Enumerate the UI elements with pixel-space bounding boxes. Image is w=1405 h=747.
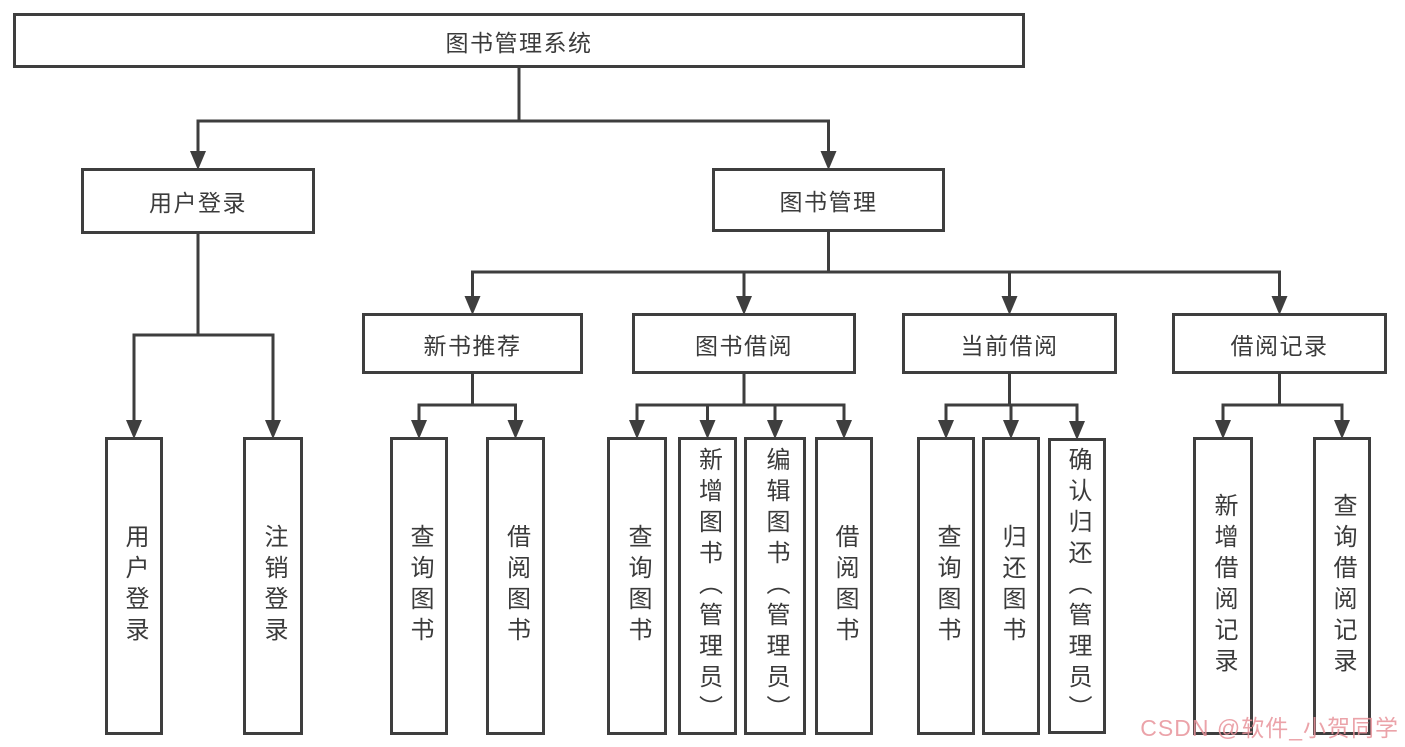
node-label-root: 图书管理系统 [445,29,593,56]
node-login-group: 用户登录 [81,168,315,234]
node-borrow-books-2: 借阅图书 [815,437,873,735]
node-query-borrow-record: 查询借阅记录 [1313,437,1371,735]
node-borrow-records: 借阅记录 [1172,313,1387,374]
node-label-edit-books-admin: 编辑图书（管理员） [762,446,789,726]
node-label-confirm-return-admin: 确认归还（管理员） [1064,446,1091,726]
node-logout: 注销登录 [243,437,303,735]
node-confirm-return-admin: 确认归还（管理员） [1048,438,1106,734]
node-query-books-1: 查询图书 [390,437,448,735]
node-label-book-mgmt: 图书管理 [779,189,878,215]
node-return-books: 归还图书 [982,437,1040,735]
node-add-books-admin: 新增图书（管理员） [678,437,737,735]
node-borrow-books-1: 借阅图书 [486,437,545,735]
node-query-books-2: 查询图书 [607,437,667,735]
node-user-login: 用户登录 [105,437,163,735]
node-label-query-books-3: 查询图书 [933,524,960,648]
node-label-return-books: 归还图书 [998,524,1025,648]
node-label-new-book-rec: 新书推荐 [423,332,522,359]
node-label-borrow-books-1: 借阅图书 [502,524,530,648]
node-add-borrow-record: 新增借阅记录 [1193,437,1253,735]
node-book-mgmt: 图书管理 [712,168,945,232]
node-label-borrow-books-2: 借阅图书 [831,524,858,648]
node-label-borrow-records: 借阅记录 [1230,332,1329,359]
node-label-add-borrow-record: 新增借阅记录 [1210,493,1237,679]
node-label-query-books-2: 查询图书 [624,524,651,648]
node-label-current-borrow: 当前借阅 [960,332,1059,359]
node-label-user-login: 用户登录 [121,524,148,648]
node-label-query-borrow-record: 查询借阅记录 [1329,493,1356,679]
node-edit-books-admin: 编辑图书（管理员） [744,437,806,735]
node-book-borrow: 图书借阅 [632,313,856,374]
node-label-book-borrow: 图书借阅 [695,332,793,359]
node-current-borrow: 当前借阅 [902,313,1117,374]
node-label-query-books-1: 查询图书 [406,524,433,648]
node-label-add-books-admin: 新增图书（管理员） [694,446,722,726]
node-label-logout: 注销登录 [260,524,287,648]
node-root: 图书管理系统 [13,13,1025,68]
node-new-book-rec: 新书推荐 [362,313,583,374]
node-query-books-3: 查询图书 [917,437,975,735]
node-label-login-group: 用户登录 [149,190,247,216]
